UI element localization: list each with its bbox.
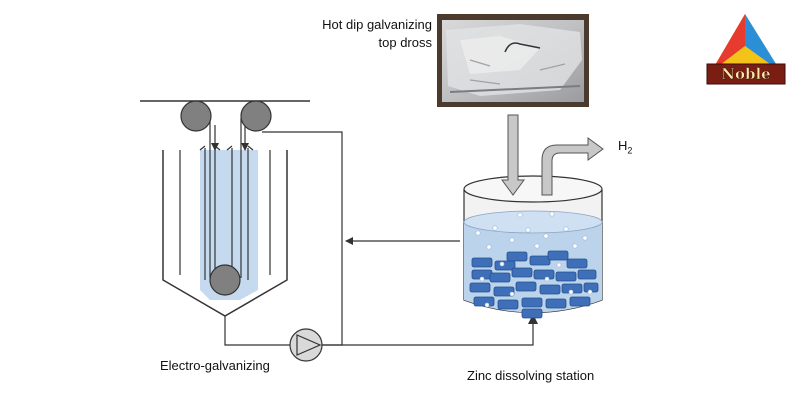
electro-galvanizing-label: Electro-galvanizing [160, 358, 270, 373]
station-solution-surface [463, 210, 603, 234]
pipe-return [262, 131, 343, 346]
pump-icon [289, 328, 323, 362]
dross-feed-arrow [501, 114, 525, 196]
electro-galvanizing-tank [140, 100, 310, 317]
h2-label-sub: 2 [627, 145, 633, 156]
h2-outlet-arrow [541, 137, 604, 196]
zinc-blocks [469, 250, 599, 319]
roller-left [180, 100, 212, 132]
h2-label: H2 [618, 138, 632, 156]
station-inlet-arrow [528, 314, 538, 324]
roller-bottom [209, 264, 241, 296]
noble-logo-icon: Noble [706, 14, 786, 85]
pipe-pump-to-station [322, 322, 534, 346]
logo-text: Noble [721, 65, 770, 83]
hydrogen-bubbles [475, 211, 593, 308]
dross-label-line1: Hot dip galvanizing [322, 17, 432, 32]
zinc-dissolving-station-label: Zinc dissolving station [467, 368, 595, 383]
dross-photo-icon [437, 14, 589, 107]
dross-label: Hot dip galvanizing top dross [296, 16, 432, 52]
dross-label-line2: top dross [378, 35, 432, 50]
h2-label-base: H [618, 138, 628, 153]
piping [224, 131, 534, 346]
roller-right [240, 100, 272, 132]
pipe-tank-to-pump [224, 316, 290, 346]
zinc-dissolving-station [463, 114, 604, 319]
station-rim [463, 175, 603, 203]
